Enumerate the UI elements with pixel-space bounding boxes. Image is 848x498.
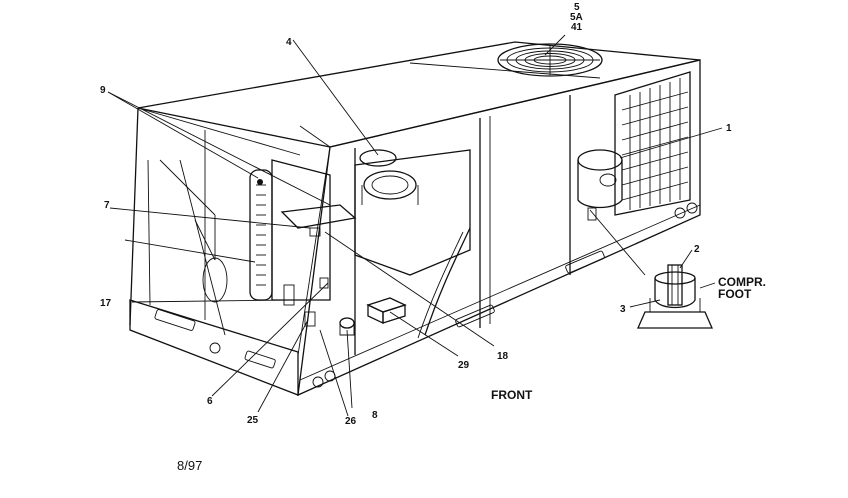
callout-3: 3 <box>620 304 626 315</box>
shelf-plate <box>280 204 357 237</box>
callout-5: 5 <box>574 2 580 13</box>
callout-18: 18 <box>497 351 509 362</box>
leader-lines <box>107 34 723 417</box>
callout-25: 25 <box>247 415 259 426</box>
front-label: FRONT <box>491 388 533 402</box>
callout-9: 9 <box>100 85 106 96</box>
compr-foot-label-line1: COMPR. <box>718 275 766 289</box>
left-end-panel <box>129 107 301 396</box>
compressor-foot-detail <box>637 264 713 329</box>
condenser-coil <box>614 71 691 216</box>
callout-2: 2 <box>694 244 700 255</box>
callout-17: 17 <box>100 298 112 309</box>
callout-1: 1 <box>726 123 732 134</box>
callout-4: 4 <box>286 37 292 48</box>
control-panel <box>249 159 331 327</box>
compressor <box>577 149 623 221</box>
callout-numbers: 1 2 3 4 5 5A 41 6 7 8 9 17 18 25 26 29 <box>100 2 732 427</box>
junction-box <box>339 297 407 336</box>
revision-date: 8/97 <box>177 458 202 473</box>
callout-26: 26 <box>345 416 357 427</box>
callout-8: 8 <box>372 410 378 421</box>
condenser-fan-guard <box>497 43 603 77</box>
callout-6: 6 <box>207 396 213 407</box>
compr-foot-label-line2: FOOT <box>718 287 752 301</box>
blower-assembly <box>354 149 471 339</box>
callout-29: 29 <box>458 360 470 371</box>
callout-41: 41 <box>571 22 583 33</box>
callout-7: 7 <box>104 200 110 211</box>
callout-5a: 5A <box>570 12 583 23</box>
